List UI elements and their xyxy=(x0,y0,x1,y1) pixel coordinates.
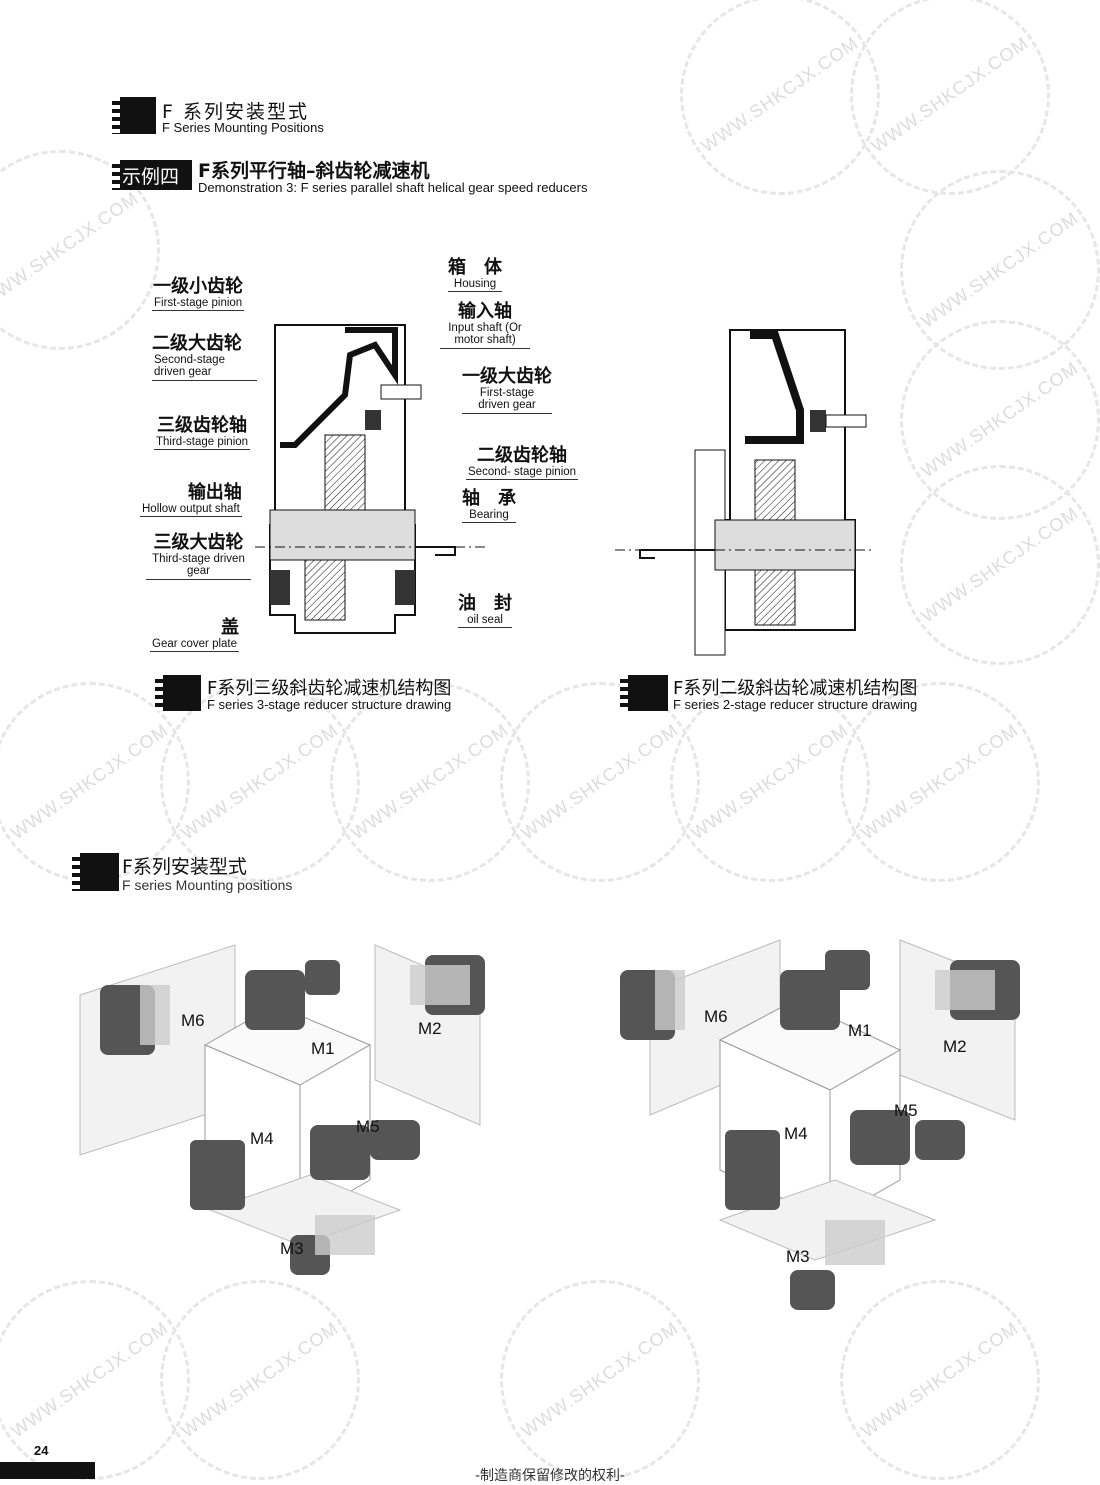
section-icon xyxy=(112,97,156,134)
mount-label-m5: M5 xyxy=(356,1117,380,1136)
mounting-positions-right xyxy=(620,939,1020,1310)
three-stage-reducer-drawing xyxy=(255,324,485,634)
caption-2stage: F系列二级斜齿轮减速机结构图 xyxy=(673,678,918,699)
section-title: F 系列安装型式 xyxy=(162,101,309,123)
mount-label-m3: M3 xyxy=(280,1239,304,1258)
mount-label-m2: M2 xyxy=(418,1019,442,1038)
mount-label-m1: M1 xyxy=(311,1039,335,1058)
page-number-bar xyxy=(0,1462,95,1479)
demo-subtitle: Demonstration 3: F series parallel shaft… xyxy=(198,180,588,195)
mount-label-m4: M4 xyxy=(250,1129,274,1148)
caption-3stage: F系列三级斜齿轮减速机结构图 xyxy=(207,678,452,699)
section-subtitle: F Series Mounting Positions xyxy=(162,120,324,135)
page-number: 24 xyxy=(34,1443,49,1458)
mount-label-m1: M1 xyxy=(848,1021,872,1040)
section-icon xyxy=(72,853,119,891)
caption-icon xyxy=(620,675,668,711)
two-stage-reducer-drawing xyxy=(615,329,875,656)
mount-label-m4: M4 xyxy=(784,1124,808,1143)
mount-label-m6: M6 xyxy=(181,1011,205,1030)
caption-3stage-en: F series 3-stage reducer structure drawi… xyxy=(207,697,452,712)
caption-2stage-en: F series 2-stage reducer structure drawi… xyxy=(673,697,918,712)
mounting-subtitle: F series Mounting positions xyxy=(122,877,293,893)
demo-title: F系列平行轴–斜齿轮减速机 xyxy=(198,160,430,182)
mount-label-m5: M5 xyxy=(894,1101,918,1120)
mounting-title: F系列安装型式 xyxy=(122,856,247,878)
mount-label-m3: M3 xyxy=(786,1247,810,1266)
mount-label-m6: M6 xyxy=(704,1007,728,1026)
footer-note: -制造商保留修改的权利- xyxy=(474,1468,626,1484)
demo-badge xyxy=(112,160,192,190)
mount-label-m2: M2 xyxy=(943,1037,967,1056)
demo-badge-label: 示例四 xyxy=(122,166,180,188)
caption-icon xyxy=(155,675,201,711)
mounting-positions-left xyxy=(79,944,485,1275)
